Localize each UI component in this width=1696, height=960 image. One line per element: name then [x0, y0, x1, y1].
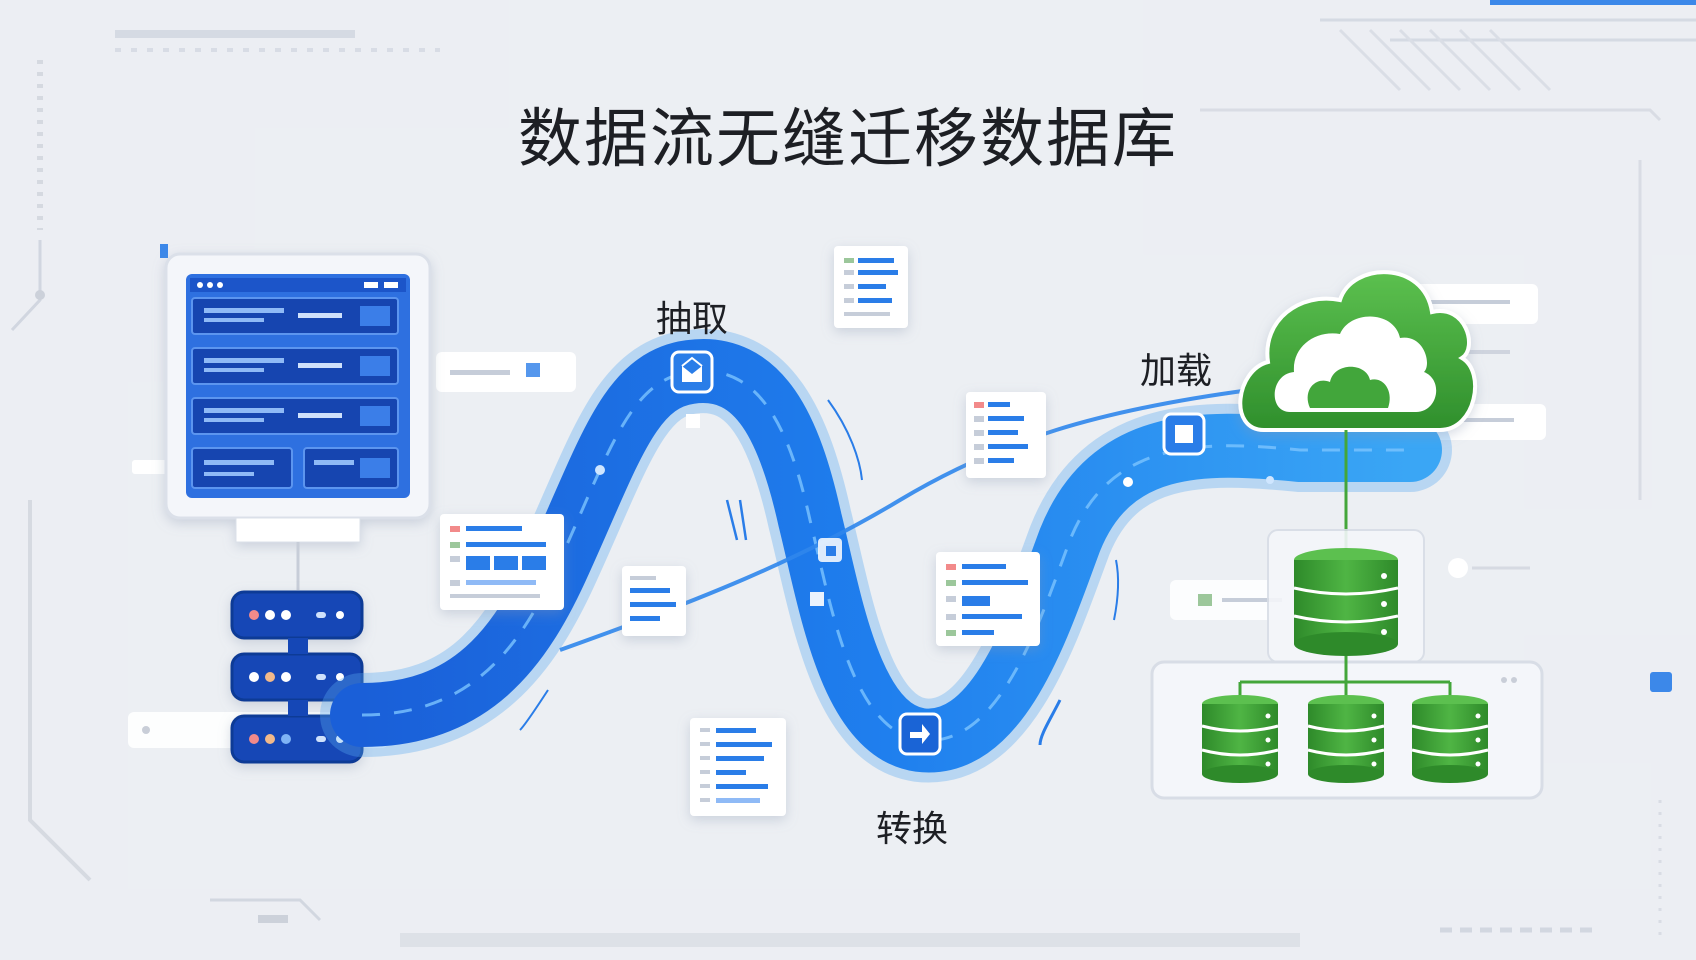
document-card-small: [622, 566, 686, 636]
dashboard-rows: [191, 297, 399, 489]
step-label-transform: 转换: [876, 809, 949, 850]
step-label-extract: 抽取: [656, 299, 729, 340]
document-card-right: [936, 552, 1040, 646]
load-node: [1162, 412, 1206, 456]
source-dashboard-window: [164, 252, 432, 543]
transform-node: [898, 712, 942, 756]
document-card-center: [966, 392, 1046, 478]
document-card-bottom: [690, 718, 786, 816]
page-title: 数据流无缝迁移数据库: [518, 103, 1178, 177]
target-cloud: [1238, 270, 1477, 432]
step-label-load: 加载: [1140, 351, 1213, 392]
target-database-cluster: [1150, 656, 1544, 800]
extract-node: [670, 350, 714, 394]
source-server-rack: [230, 590, 364, 764]
document-card-left: [440, 514, 564, 610]
target-database-primary: [1267, 529, 1425, 663]
document-card-top: [834, 246, 908, 328]
